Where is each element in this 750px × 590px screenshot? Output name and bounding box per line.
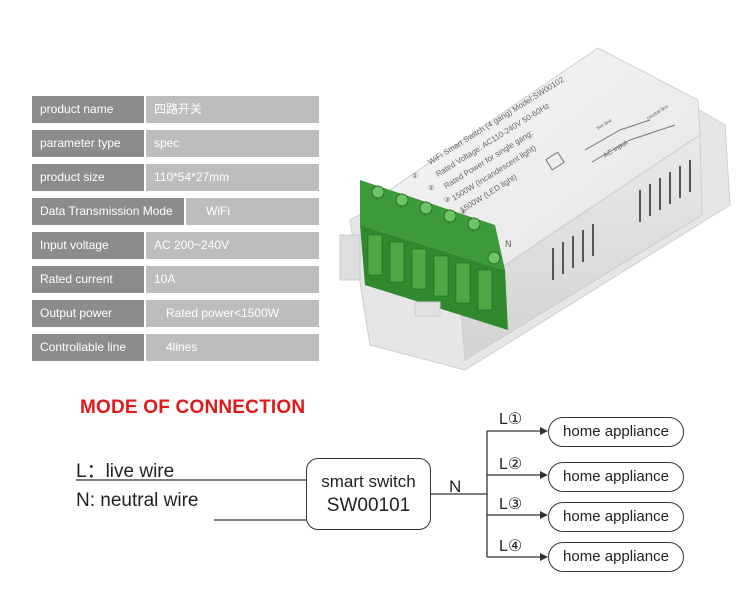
spec-value: WiFi — [186, 198, 319, 225]
switch-label: smart switch — [321, 472, 416, 491]
switch-model: SW00101 — [326, 495, 411, 516]
output-line-3: L③ — [499, 496, 523, 513]
spec-row-transmission-mode: Data Transmission Mode WiFi — [32, 198, 319, 225]
smart-switch-box: smart switch SW00101 — [306, 458, 431, 530]
spec-value: 110*54*27mm — [146, 164, 319, 191]
product-image: WiFi Smart Switch (4 gang) Model:SW00102… — [339, 47, 731, 371]
svg-text:③: ③ — [444, 196, 450, 204]
spec-value: 4lines — [146, 334, 319, 361]
home-appliance-1: home appliance — [548, 417, 684, 447]
spec-label: product name — [32, 96, 144, 123]
spec-label: Input voltage — [32, 232, 144, 259]
home-appliance-4: home appliance — [548, 542, 684, 572]
spec-row-parameter-type: parameter type spec — [32, 130, 319, 157]
spec-value: AC 200~240V — [146, 232, 319, 259]
spec-row-product-name: product name 四路开关 — [32, 96, 319, 123]
output-line-2: L② — [499, 456, 523, 473]
connection-title: MODE OF CONNECTION — [80, 397, 306, 418]
spec-row-rated-current: Rated current 10A — [32, 266, 319, 293]
spec-table: product name 四路开关 parameter type spec pr… — [32, 96, 319, 368]
neutral-output-label: N — [449, 477, 462, 496]
spec-row-output-power: Output power Rated power<1500W — [32, 300, 319, 327]
spec-row-controllable-line: Controllable line 4lines — [32, 334, 319, 361]
home-appliance-2: home appliance — [548, 462, 684, 492]
output-line-4: L④ — [499, 538, 523, 555]
spec-label: product size — [32, 164, 144, 191]
spec-row-product-size: product size 110*54*27mm — [32, 164, 319, 191]
spec-value: spec — [146, 130, 319, 157]
svg-text:④: ④ — [460, 208, 466, 216]
spec-row-input-voltage: Input voltage AC 200~240V — [32, 232, 319, 259]
spec-label: Controllable line — [32, 334, 144, 361]
spec-value: Rated power<1500W — [146, 300, 319, 327]
spec-label: Output power — [32, 300, 144, 327]
spec-value: 10A — [146, 266, 319, 293]
svg-text:②: ② — [428, 184, 434, 192]
output-line-1: L① — [499, 411, 523, 428]
svg-text:N: N — [505, 239, 512, 249]
svg-text:①: ① — [412, 172, 418, 180]
live-wire-label: L：live wire — [76, 461, 175, 482]
neutral-wire-label: N: neutral wire — [76, 490, 199, 511]
spec-label: Data Transmission Mode — [32, 198, 184, 225]
spec-label: Rated current — [32, 266, 144, 293]
spec-value: 四路开关 — [146, 96, 319, 123]
home-appliance-3: home appliance — [548, 502, 684, 532]
spec-label: parameter type — [32, 130, 144, 157]
